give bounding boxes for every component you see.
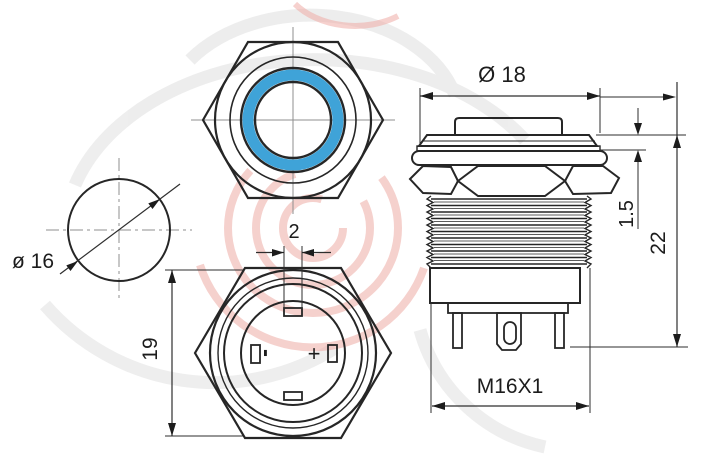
pitch-dimension <box>256 246 331 309</box>
nut-facet-center <box>456 165 567 197</box>
hex-width-dimension <box>165 269 243 437</box>
hex-nut-width-label: 19 <box>139 337 162 361</box>
arrowhead <box>302 249 314 257</box>
arrowhead <box>272 249 284 257</box>
hex-bezel <box>201 40 385 200</box>
insulator-collar <box>447 302 569 314</box>
nut-facet-right <box>563 165 621 196</box>
body-inner-circle <box>223 283 363 423</box>
hex-nut-outline <box>193 266 393 440</box>
led-ring-outer-edge <box>239 66 347 174</box>
arrowhead <box>66 261 78 271</box>
bezel-inner-circle <box>229 56 357 184</box>
arrowhead <box>148 199 160 209</box>
arrowhead <box>663 93 676 101</box>
head-diameter-label: Ø 18 <box>478 62 526 87</box>
led-ring <box>242 69 344 171</box>
pin-left <box>452 312 463 349</box>
nut-facet-left <box>408 164 460 196</box>
pin-pitch-label: 2 <box>288 221 300 243</box>
panel-cutout-view <box>46 158 192 302</box>
arrowhead <box>634 150 642 162</box>
side-view <box>408 82 688 413</box>
thread-spec-label: M16X1 <box>476 375 544 398</box>
thread-lines <box>425 195 593 269</box>
thread-spec-dimension <box>430 268 591 413</box>
base-housing <box>429 267 581 304</box>
body-length-label: 22 <box>647 231 670 255</box>
pin-right <box>554 312 565 349</box>
arrowhead <box>634 123 642 135</box>
terminal-base-circle <box>240 300 346 406</box>
head-height-dimension <box>596 108 686 229</box>
bezel-outer-circle <box>213 40 373 200</box>
led-ring-inner-edge <box>253 80 333 160</box>
front-view <box>191 27 395 214</box>
arrowhead <box>576 402 589 410</box>
terminal-blade-hole <box>503 321 517 345</box>
terminal-minus-label: - <box>253 349 280 357</box>
arrowhead <box>673 135 681 148</box>
terminal-left <box>250 344 261 364</box>
cutout-circle <box>67 178 171 282</box>
arrowhead <box>168 423 176 436</box>
arrowhead <box>432 402 445 410</box>
center-terminal-blade <box>496 312 522 351</box>
body-mid-circle <box>217 277 369 429</box>
plunger <box>454 117 563 135</box>
terminal-view <box>165 246 393 440</box>
arrowhead <box>420 92 433 100</box>
arrowhead <box>587 92 600 100</box>
terminal-plus-label: + <box>307 341 321 366</box>
panel-cutout-diameter-label: ø 16 <box>12 250 55 273</box>
watermark-red-spiral <box>196 1 428 352</box>
arrowhead <box>673 334 681 347</box>
head-height-label: 1.5 <box>616 200 638 228</box>
terminal-bottom <box>283 391 303 401</box>
arrowhead <box>168 270 176 283</box>
head-diameter-dimension <box>419 88 676 146</box>
flange-ring <box>411 150 608 166</box>
body-outer-circle <box>208 268 378 438</box>
terminal-right <box>327 344 338 363</box>
terminal-top <box>283 307 303 317</box>
